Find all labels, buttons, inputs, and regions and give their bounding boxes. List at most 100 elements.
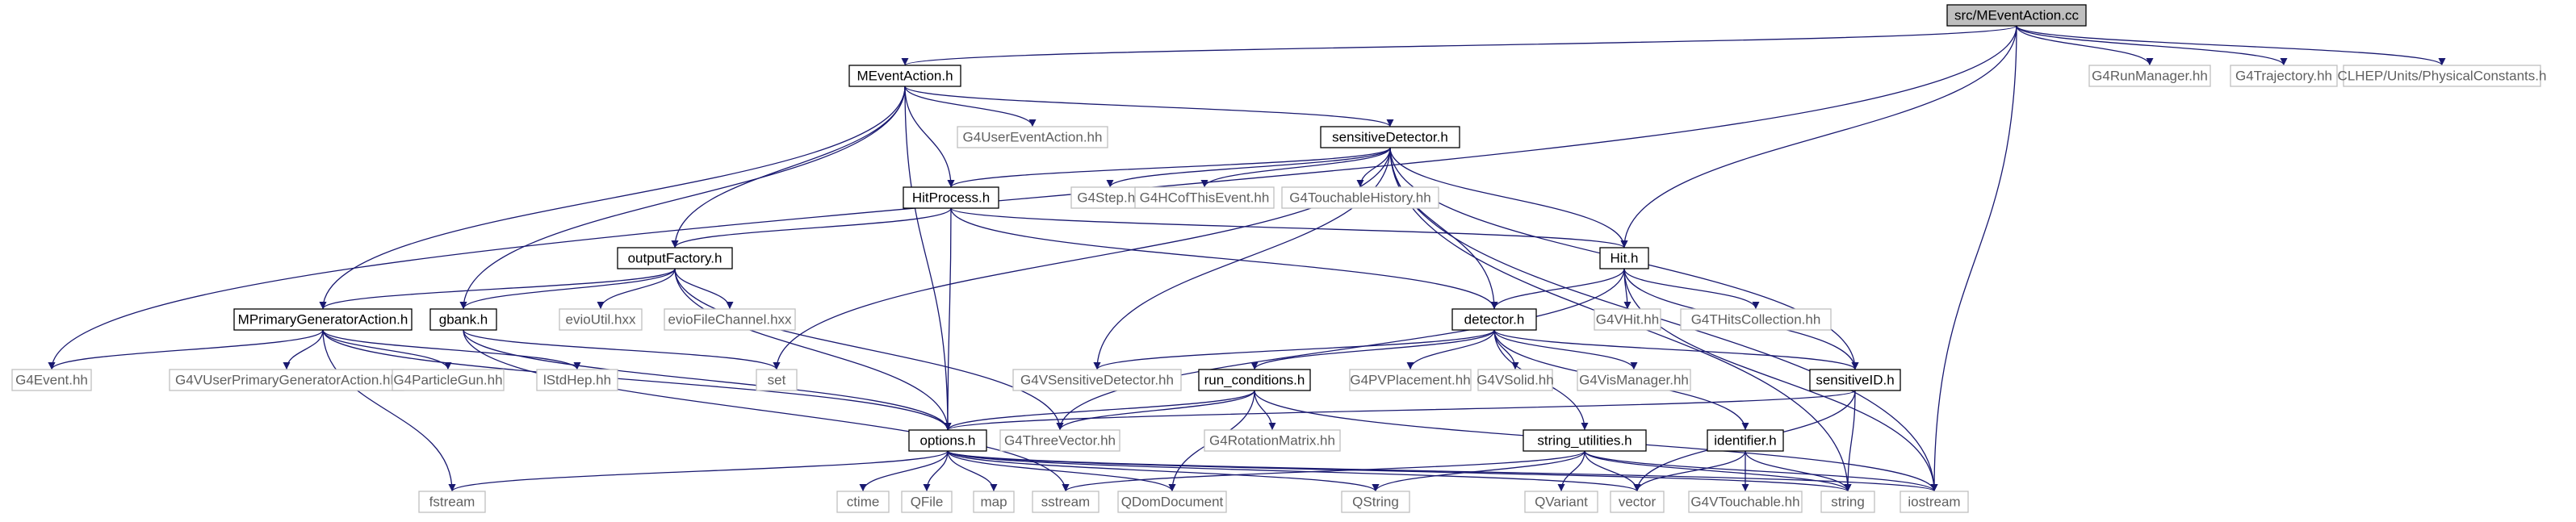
edge-options-to-ctime bbox=[859, 450, 949, 492]
node-label: G4RotationMatrix.hh bbox=[1209, 433, 1335, 449]
node-label: G4THitsCollection.hh bbox=[1691, 312, 1821, 328]
node-label: QString bbox=[1352, 495, 1399, 510]
node-MEventAction[interactable]: MEventAction.h bbox=[848, 65, 961, 87]
edge-sensitiveDetector-to-HitProcess bbox=[947, 147, 1391, 188]
node-label: G4ParticleGun.hh bbox=[393, 373, 502, 388]
node-box bbox=[1451, 308, 1537, 331]
edge-outputFactory-to-evioFileChannel bbox=[674, 268, 734, 310]
node-G4VisManager: G4VisManager.hh bbox=[1577, 369, 1691, 391]
edge-detector-to-G4VisManager bbox=[1493, 329, 1638, 370]
node-box bbox=[1594, 308, 1661, 331]
node-label: G4VTouchable.hh bbox=[1690, 495, 1799, 510]
node-box bbox=[1946, 4, 2087, 27]
node-run_conditions[interactable]: run_conditions.h bbox=[1198, 369, 1311, 391]
node-label: QDomDocument bbox=[1121, 495, 1224, 510]
edge-MEventAction-to-sensitiveDetector bbox=[904, 86, 1394, 127]
edge-identifier-to-string bbox=[1745, 450, 1852, 492]
node-label: G4UserEventAction.hh bbox=[963, 130, 1103, 145]
node-label: G4Event.hh bbox=[15, 373, 88, 388]
edge-root-to-MEventAction bbox=[902, 25, 2017, 66]
node-label: options.h bbox=[920, 433, 976, 449]
node-box bbox=[1809, 369, 1901, 391]
edge-MEventAction-to-HitProcess bbox=[904, 86, 955, 188]
node-string: string bbox=[1820, 491, 1875, 513]
node-root[interactable]: src/MEventAction.cc bbox=[1946, 4, 2087, 27]
node-box bbox=[617, 247, 733, 269]
node-box bbox=[392, 369, 505, 391]
edge-root-to-iostream bbox=[1930, 25, 2017, 492]
node-label: MPrimaryGeneratorAction.h bbox=[238, 312, 408, 328]
node-label: HitProcess.h bbox=[912, 190, 990, 206]
edge-string_utilities-to-sstream bbox=[1062, 450, 1585, 492]
node-box bbox=[1599, 247, 1649, 269]
node-G4RunManager: G4RunManager.hh bbox=[2088, 65, 2211, 87]
node-box bbox=[957, 126, 1108, 148]
node-sensitiveID[interactable]: sensitiveID.h bbox=[1809, 369, 1901, 391]
node-options[interactable]: options.h bbox=[908, 429, 987, 452]
node-evioFileChannel: evioFileChannel.hxx bbox=[664, 308, 796, 331]
edge-options-to-vector bbox=[947, 450, 1641, 492]
node-Hit[interactable]: Hit.h bbox=[1599, 247, 1649, 269]
node-box bbox=[1524, 491, 1598, 513]
node-box bbox=[1900, 491, 1969, 513]
node-box bbox=[1477, 369, 1553, 391]
node-label: QVariant bbox=[1535, 495, 1588, 510]
node-label: ctime bbox=[847, 495, 880, 510]
node-box bbox=[1688, 491, 1803, 513]
node-MPrimaryGeneratorAction[interactable]: MPrimaryGeneratorAction.h bbox=[233, 308, 413, 331]
node-sensitiveDetector[interactable]: sensitiveDetector.h bbox=[1320, 126, 1460, 148]
edge-identifier-to-vector bbox=[1633, 450, 1746, 492]
node-label: src/MEventAction.cc bbox=[1954, 8, 2079, 23]
node-label: sensitiveID.h bbox=[1816, 373, 1894, 388]
node-gbank[interactable]: gbank.h bbox=[429, 308, 497, 331]
node-box bbox=[1320, 126, 1460, 148]
node-G4ThreeVector: G4ThreeVector.hh bbox=[999, 429, 1120, 452]
edge-string_utilities-to-QVariant bbox=[1557, 450, 1585, 492]
node-label: fstream bbox=[429, 495, 475, 510]
node-identifier[interactable]: identifier.h bbox=[1707, 429, 1784, 452]
node-box bbox=[999, 429, 1120, 452]
node-outputFactory[interactable]: outputFactory.h bbox=[617, 247, 733, 269]
node-box bbox=[756, 369, 798, 391]
node-label: G4Step.hh bbox=[1077, 190, 1142, 206]
edge-outputFactory-to-MPrimaryGeneratorAction bbox=[319, 268, 676, 310]
edge-Hit-to-detector bbox=[1490, 268, 1625, 310]
node-box bbox=[418, 491, 486, 513]
node-box bbox=[1117, 491, 1227, 513]
node-string_utilities[interactable]: string_utilities.h bbox=[1523, 429, 1647, 452]
node-label: evioUtil.hxx bbox=[566, 312, 636, 328]
node-label: G4VHit.hh bbox=[1596, 312, 1659, 328]
edge-outputFactory-to-evioUtil bbox=[597, 268, 676, 310]
node-box bbox=[536, 369, 618, 391]
edge-detector-to-G4VSolid bbox=[1493, 329, 1519, 370]
node-G4Trajectory: G4Trajectory.hh bbox=[2230, 65, 2338, 87]
edge-options-to-QString bbox=[947, 450, 1380, 492]
edge-root-to-G4RunManager bbox=[2016, 25, 2154, 66]
node-box bbox=[1032, 491, 1100, 513]
node-label: G4ThreeVector.hh bbox=[1004, 433, 1116, 449]
node-box bbox=[1012, 369, 1182, 391]
node-box bbox=[1341, 491, 1410, 513]
edge-options-to-QDomDocument bbox=[947, 450, 1176, 492]
node-G4RotationMatrix: G4RotationMatrix.hh bbox=[1204, 429, 1341, 452]
node-HitProcess[interactable]: HitProcess.h bbox=[903, 186, 999, 209]
node-G4TouchableHistory: G4TouchableHistory.hh bbox=[1281, 186, 1439, 209]
node-box bbox=[1204, 429, 1341, 452]
edge-sensitiveID-to-options bbox=[944, 390, 1856, 431]
node-box bbox=[908, 429, 987, 452]
node-box bbox=[664, 308, 796, 331]
node-box bbox=[2088, 65, 2211, 87]
edge-MPrimaryGeneratorAction-to-fstream bbox=[322, 329, 456, 492]
node-detector[interactable]: detector.h bbox=[1451, 308, 1537, 331]
node-label: evioFileChannel.hxx bbox=[668, 312, 792, 328]
edge-string_utilities-to-QString bbox=[1372, 450, 1585, 492]
node-vector: vector bbox=[1610, 491, 1665, 513]
edge-run_conditions-to-G4ThreeVector bbox=[1056, 390, 1255, 431]
node-G4PVPlacement: G4PVPlacement.hh bbox=[1349, 369, 1472, 391]
edge-HitProcess-to-options bbox=[944, 207, 952, 431]
node-box bbox=[429, 308, 497, 331]
node-QDomDocument: QDomDocument bbox=[1117, 491, 1227, 513]
edge-options-to-QFile bbox=[923, 450, 949, 492]
